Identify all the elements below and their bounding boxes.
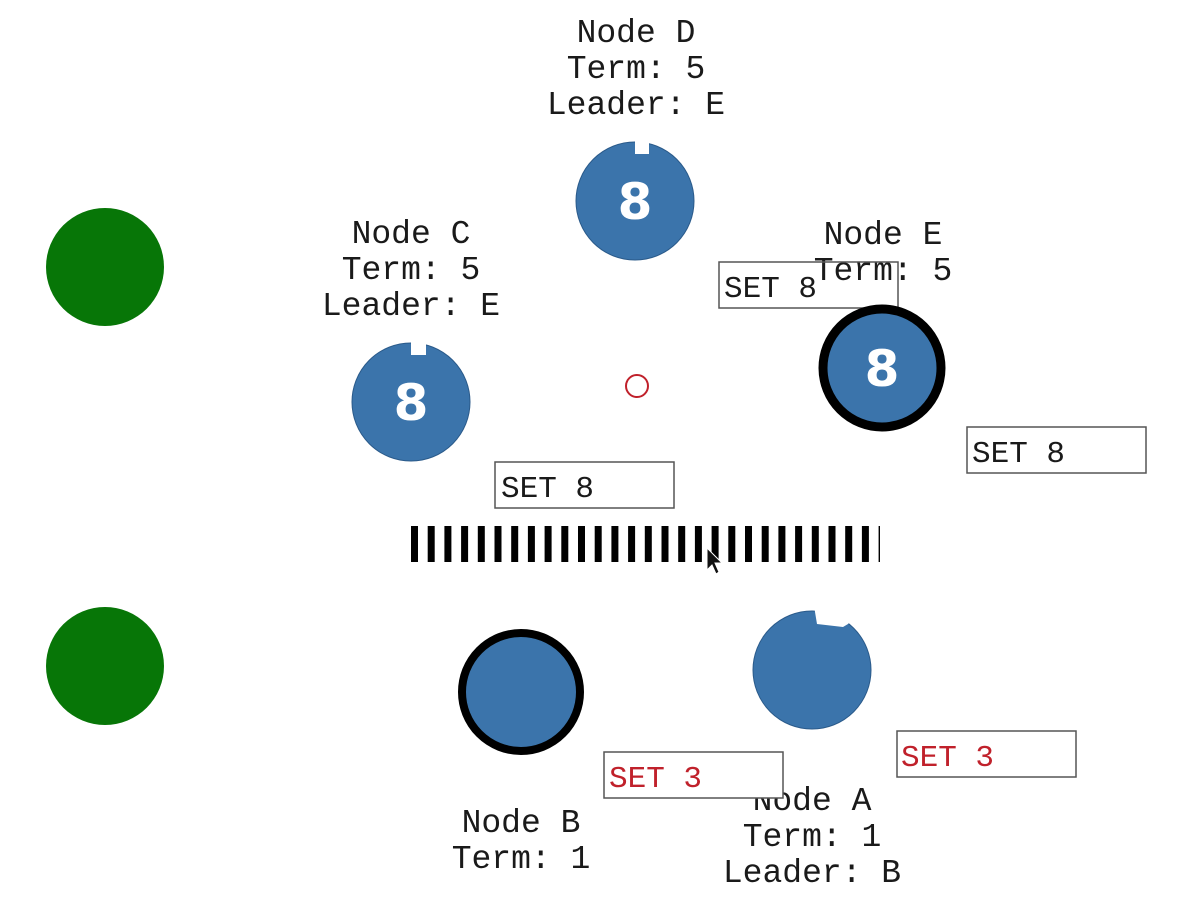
node-e-term: Term: 5 [814,253,953,290]
message-set8-right-text: SET 8 [972,437,1065,472]
target-marker [625,374,649,398]
node-b-name: Node B [462,805,581,842]
message-set8-left-text: SET 8 [501,472,594,507]
node-c-timer-notch [411,341,426,355]
message-set8-top-box[interactable] [718,261,899,309]
node-d-timer-notch [635,140,649,154]
node-c[interactable]: 8 [351,341,471,462]
mouse-cursor-icon [706,546,724,575]
node-e[interactable]: 8 [818,304,946,432]
message-set3-left-box[interactable] [603,751,784,799]
client-node-bottom[interactable] [46,607,164,725]
message-set3-left[interactable]: SET 3 [603,751,784,799]
node-a-leader: Leader: B [723,855,901,892]
node-c-label: Node C Term: 5 Leader: E [322,216,500,325]
node-b-term: Term: 1 [452,841,591,878]
node-b[interactable] [458,629,584,755]
node-d-label: Node D Term: 5 Leader: E [547,15,725,124]
node-d-name: Node D [577,15,696,52]
node-a-term: Term: 1 [743,819,882,856]
node-c-leader: Leader: E [322,288,500,325]
client-node-top[interactable] [46,208,164,326]
node-d-term: Term: 5 [567,51,706,88]
message-set3-right[interactable]: SET 3 [896,730,1077,778]
message-set8-right[interactable]: SET 8 [966,426,1147,474]
node-d-value: 8 [618,173,653,231]
node-e-value: 8 [865,340,900,398]
message-set8-right-box[interactable] [966,426,1147,474]
node-c-value: 8 [394,374,429,432]
node-a-label: Node A Term: 1 Leader: B [723,783,901,892]
message-set8-top-text: SET 8 [724,272,817,307]
message-set8-top[interactable]: SET 8 [718,261,899,309]
message-set8-left[interactable]: SET 8 [494,461,675,509]
message-set8-left-box[interactable] [494,461,675,509]
node-c-name: Node C [352,216,471,253]
node-c-term: Term: 5 [342,252,481,289]
node-e-name: Node E [824,217,943,254]
node-a-circle[interactable] [752,610,872,730]
node-d-leader: Leader: E [547,87,725,124]
node-b-circle[interactable] [458,629,584,755]
node-e-circle[interactable] [818,304,946,432]
node-a-timer-notch [808,603,860,627]
message-set3-left-text: SET 3 [609,762,702,797]
message-set3-right-text: SET 3 [901,741,994,776]
node-e-label: Node E Term: 5 [814,217,953,290]
node-d[interactable]: 8 [575,140,695,261]
node-a[interactable] [752,603,872,730]
node-b-label: Node B Term: 1 [452,805,591,878]
message-set3-right-box[interactable] [896,730,1077,778]
